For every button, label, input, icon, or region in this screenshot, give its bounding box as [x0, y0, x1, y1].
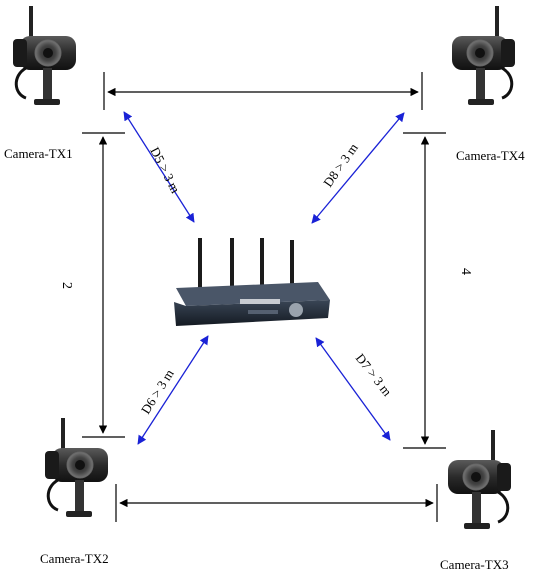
right-side-distance-label: 4: [458, 268, 473, 275]
camera-tx3-icon: [448, 430, 511, 529]
left-side-distance-label: 2: [59, 282, 74, 289]
camera-tx1-label: Camera-TX1: [4, 146, 73, 161]
d7-distance-label: D7 > 3 m: [353, 351, 395, 399]
d8-distance-label: D8 > 3 m: [320, 140, 361, 189]
camera-tx2-label: Camera-TX2: [40, 551, 109, 566]
camera-tx2-icon: [45, 418, 108, 517]
camera-tx4-label: Camera-TX4: [456, 148, 525, 163]
d5-distance-label: D5 > 3 m: [147, 145, 183, 196]
wireless-receiver-icon: [174, 238, 330, 326]
camera-tx4-icon: [452, 6, 515, 105]
camera-tx3-label: Camera-TX3: [440, 557, 509, 572]
d6-distance-label: D6 > 3 m: [138, 367, 177, 417]
camera-tx1-icon: [13, 6, 76, 105]
